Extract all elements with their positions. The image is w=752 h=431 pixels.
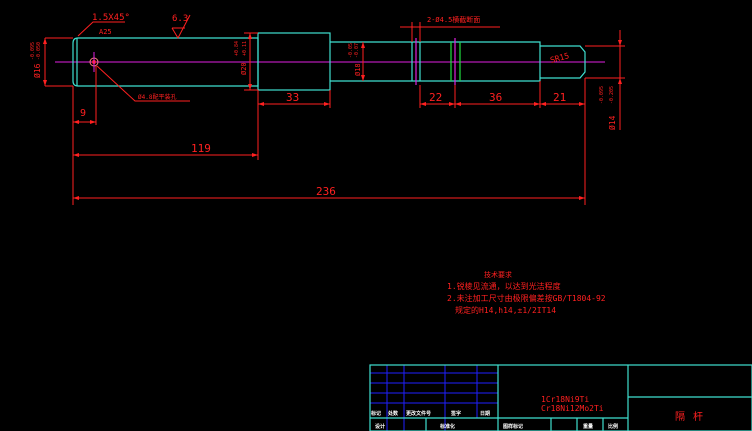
tech-line-2: 2.未注加工尺寸由极限偏差按GB/T1804-92 <box>447 293 606 303</box>
thread-label: SR15 <box>549 51 570 65</box>
dim-9: 9 <box>80 108 86 119</box>
dimension-lines <box>44 14 625 205</box>
chamfer-label: 1.5X45° <box>92 13 130 23</box>
chamfer-sub-label: A25 <box>99 28 112 36</box>
dim-236: 236 <box>316 185 336 198</box>
dim-33: 33 <box>286 91 299 104</box>
row-cell-design: 设计 <box>375 423 385 430</box>
arrowheads <box>43 33 622 200</box>
dim-36: 36 <box>489 91 502 104</box>
material-2: Cr18Ni12Mo2Ti <box>541 404 604 413</box>
dia-step1-tol-lower: +0.11 <box>242 41 248 56</box>
tech-heading: 技术要求 <box>484 270 512 279</box>
header-cell-change-doc: 更改文件号 <box>406 410 431 417</box>
header-cell-mark: 标记 <box>370 410 381 417</box>
roughness-label: 6.3 <box>172 14 188 24</box>
dia-step1-tol-upper: +0.84 <box>234 41 240 56</box>
header-cell-sign: 签字 <box>450 410 461 417</box>
shaft-outline <box>72 32 586 91</box>
dia-mid-tol-lower: -0.07 <box>354 43 360 58</box>
dia-left-label: Ø16 <box>32 63 42 78</box>
groove-note: 2-Ø4.5横截断面 <box>427 15 480 24</box>
tech-requirements: 技术要求 1.锐棱见流通，以达到光洁程度 2.未注加工尺寸由极限偏差按GB/T1… <box>447 270 606 315</box>
dia-mid-tol-upper: -0.05 <box>348 43 354 58</box>
hole-note: Ø4.8配平装孔 <box>138 93 176 101</box>
weight-label: 重量 <box>583 423 593 430</box>
dia-right-tol-lower: -0.205 <box>609 86 615 104</box>
scale-label: 比例 <box>608 423 618 430</box>
dia-left-tol-lower: -0.095 <box>30 42 36 60</box>
dim-22: 22 <box>429 91 442 104</box>
dia-left-tol-upper: -0.050 <box>36 42 42 60</box>
dia-mid-label: Ø18 <box>354 63 362 76</box>
dim-21: 21 <box>553 91 566 104</box>
dia-step1-label: Ø20 <box>240 62 248 75</box>
header-cell-date: 日期 <box>480 410 490 417</box>
title-block: 标记 处数 更改文件号 签字 日期 设计 标准化 图样标记 重量 比例 1Cr1… <box>369 364 752 431</box>
groove-lines <box>415 38 461 85</box>
stage-label: 图样标记 <box>503 423 523 430</box>
dia-right-label: Ø14 <box>607 115 617 130</box>
tech-line-3: 规定的H14,h14,±1/2IT14 <box>455 305 556 315</box>
center-hole-icon <box>89 52 99 72</box>
tech-line-1: 1.锐棱见流通，以达到光洁程度 <box>447 281 561 291</box>
row-cell-standard: 标准化 <box>439 423 455 430</box>
drawing-title: 隔杆 <box>675 411 711 423</box>
dim-119: 119 <box>191 142 211 155</box>
dia-right-tol-upper: -0.095 <box>599 86 605 104</box>
material-1: 1Cr18Ni9Ti <box>541 395 589 404</box>
header-cell-count: 处数 <box>387 410 399 417</box>
